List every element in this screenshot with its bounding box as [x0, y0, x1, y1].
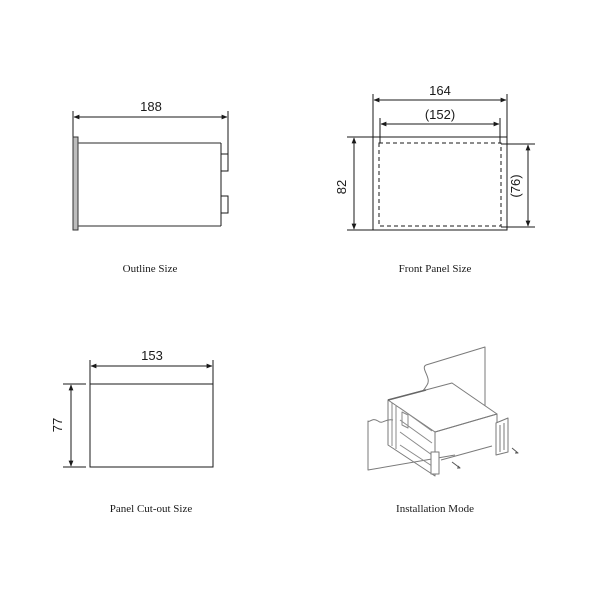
bottom-connector	[220, 195, 229, 214]
front-inner-height-label: (76)	[508, 174, 523, 197]
cutout-width-label: 153	[141, 348, 163, 363]
cutout-height-label: 77	[50, 418, 65, 432]
front-outer-height-label: 82	[334, 180, 349, 194]
cutout-rect	[89, 383, 214, 468]
top-connector	[220, 153, 229, 172]
front-panel-size-drawing: 164 (152) 82 (76)	[334, 83, 535, 231]
outline-size-caption: Outline Size	[122, 263, 178, 275]
outline-size-drawing: 188	[72, 99, 229, 231]
outline-width-label: 188	[140, 99, 162, 114]
installation-mode-caption: Installation Mode	[396, 503, 474, 515]
front-inner-width-label: (152)	[425, 107, 455, 122]
front-panel-outer	[372, 136, 508, 231]
installation-mode-illustration	[367, 346, 519, 477]
front-panel-inner-dashed	[378, 142, 502, 227]
front-panel-size-caption: Front Panel Size	[398, 263, 472, 275]
panel-cutout-size-caption: Panel Cut-out Size	[109, 503, 193, 515]
panel-cutout-size-drawing: 153 77	[50, 348, 214, 468]
front-outer-width-label: 164	[429, 83, 451, 98]
front-bezel	[72, 136, 79, 231]
